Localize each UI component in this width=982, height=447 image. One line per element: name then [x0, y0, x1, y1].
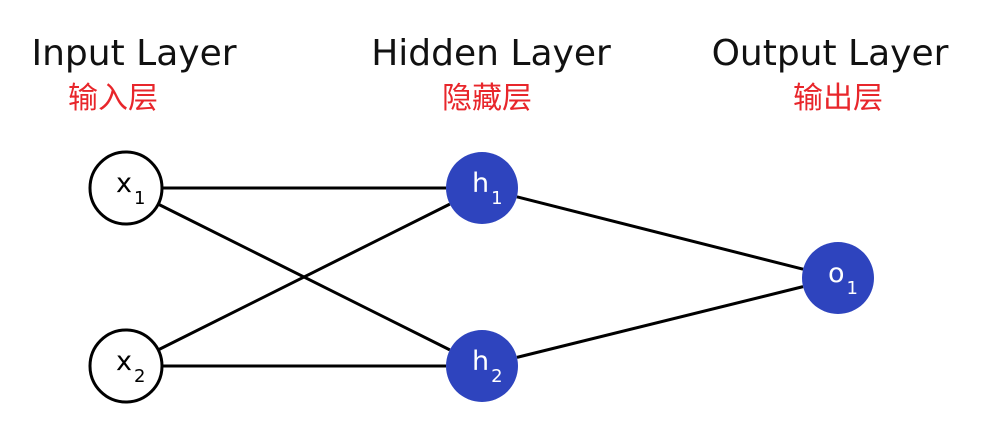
node-label-subscript-h2: 2	[491, 366, 502, 387]
node-circle-x2	[88, 328, 164, 404]
node-label-base-x1: x	[116, 168, 132, 199]
node-label-base-x2: x	[116, 346, 132, 377]
output-layer-subtitle: 输出层	[793, 81, 883, 116]
node-circle-x1	[88, 150, 164, 226]
edge-x2-h1	[157, 202, 451, 352]
node-label-base-h1: h	[472, 168, 489, 199]
node-label-subscript-x1: 1	[134, 188, 145, 209]
output-layer-title: Output Layer	[711, 33, 949, 74]
node-circle-o1	[802, 242, 874, 314]
node-label-base-o1: o	[828, 258, 845, 289]
edge-h2-o1	[516, 285, 804, 359]
edges	[157, 186, 804, 368]
hidden-layer-subtitle: 隐藏层	[442, 81, 532, 116]
node-label-subscript-o1: 1	[847, 278, 858, 299]
input-layer-title: Input Layer	[31, 33, 237, 74]
node-label-subscript-h1: 1	[491, 188, 502, 209]
node-label-subscript-x2: 2	[134, 366, 145, 387]
hidden-layer-title: Hidden Layer	[371, 33, 611, 74]
edge-h1-o1	[516, 195, 804, 271]
node-circle-h2	[446, 330, 518, 402]
node-circle-h1	[446, 152, 518, 224]
input-layer-subtitle: 输入层	[68, 81, 158, 116]
node-label-base-h2: h	[472, 346, 489, 377]
